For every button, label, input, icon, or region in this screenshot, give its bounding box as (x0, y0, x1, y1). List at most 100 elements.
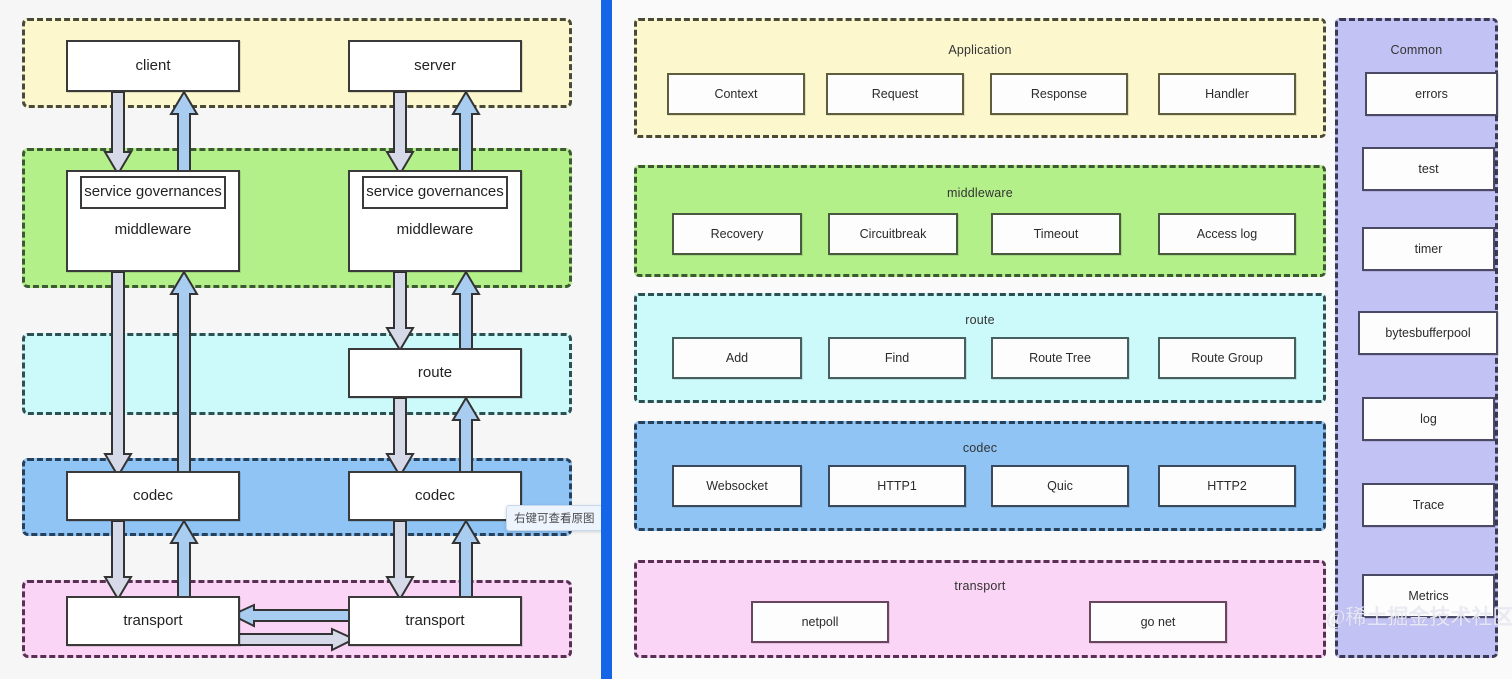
node-client-label: client (135, 56, 171, 74)
node-server-label: server (414, 56, 456, 74)
chip-trace[interactable]: Trace (1362, 483, 1495, 527)
arrow-right-route-to-codec (385, 397, 415, 478)
chip-find[interactable]: Find (828, 337, 966, 379)
chip-find-label: Find (884, 351, 910, 365)
chip-context[interactable]: Context (667, 73, 805, 115)
section-transport-title: transport (954, 579, 1006, 593)
node-service-governances-left-label: service governances (84, 183, 222, 200)
chip-test[interactable]: test (1362, 147, 1495, 191)
chip-bytesbufferpool-label: bytesbufferpool (1385, 326, 1471, 340)
node-client[interactable]: client (66, 40, 240, 92)
chip-quic[interactable]: Quic (991, 465, 1129, 507)
watermark: @稀土掘金技术社区 (1326, 601, 1512, 631)
arrow-transport-left-to-right (232, 627, 357, 652)
node-middleware-left-label: middleware (114, 221, 192, 238)
chip-test-label: test (1418, 162, 1439, 176)
arrow-left-codec-to-middleware (169, 270, 199, 479)
arrow-client-up (169, 90, 199, 177)
node-codec-left-label: codec (132, 486, 174, 504)
chip-quic-label: Quic (1047, 479, 1073, 493)
chip-timer[interactable]: timer (1362, 227, 1495, 271)
chip-circuitbreak-label: Circuitbreak (859, 227, 927, 241)
view-original-tooltip-label: 右键可查看原图 (514, 513, 595, 525)
chip-add[interactable]: Add (672, 337, 802, 379)
node-transport-right[interactable]: transport (348, 596, 522, 646)
chip-route-tree[interactable]: Route Tree (991, 337, 1129, 379)
watermark-label: @稀土掘金技术社区 (1326, 605, 1512, 629)
node-route[interactable]: route (348, 348, 522, 398)
chip-bytesbufferpool[interactable]: bytesbufferpool (1358, 311, 1498, 355)
chip-route-group[interactable]: Route Group (1158, 337, 1296, 379)
chip-access-log-label: Access log (1196, 227, 1258, 241)
chip-errors[interactable]: errors (1365, 72, 1498, 116)
chip-metrics-label: Metrics (1408, 589, 1449, 603)
chip-log-label: log (1420, 412, 1437, 426)
section-common-title: Common (1390, 43, 1443, 57)
node-codec-right-label: codec (414, 486, 456, 504)
chip-handler[interactable]: Handler (1158, 73, 1296, 115)
chip-log[interactable]: log (1362, 397, 1495, 441)
section-route: route Add Find Route Tree Route Group (634, 293, 1326, 403)
arrow-transport-right-to-left (229, 603, 354, 628)
node-transport-left[interactable]: transport (66, 596, 240, 646)
node-middleware-right[interactable]: service governances middleware (348, 170, 522, 272)
chip-response[interactable]: Response (990, 73, 1128, 115)
node-service-governances-right-label: service governances (366, 183, 504, 200)
arrow-right-transport-to-codec (451, 519, 481, 602)
node-codec-right[interactable]: codec (348, 471, 522, 521)
chip-access-log[interactable]: Access log (1158, 213, 1296, 255)
arrow-right-route-to-middleware (451, 270, 481, 353)
section-codec: codec Websocket HTTP1 Quic HTTP2 (634, 421, 1326, 531)
arrow-right-middleware-to-route (385, 271, 415, 352)
section-route-title: route (965, 313, 995, 327)
chip-http2[interactable]: HTTP2 (1158, 465, 1296, 507)
chip-http1[interactable]: HTTP1 (828, 465, 966, 507)
chip-netpoll-label: netpoll (801, 615, 839, 629)
chip-add-label: Add (725, 351, 749, 365)
chip-recovery-label: Recovery (710, 227, 764, 241)
node-server[interactable]: server (348, 40, 522, 92)
chip-route-tree-label: Route Tree (1029, 351, 1091, 365)
chip-response-label: Response (1030, 87, 1088, 101)
chip-trace-label: Trace (1412, 498, 1445, 512)
chip-websocket[interactable]: Websocket (672, 465, 802, 507)
section-application: Application Context Request Response Han… (634, 18, 1326, 138)
node-transport-right-label: transport (405, 611, 465, 629)
section-middleware-title: middleware (947, 186, 1013, 200)
arrow-left-middleware-to-codec (103, 271, 133, 478)
arrow-client-down (103, 91, 133, 176)
node-service-governances-left[interactable]: service governances (79, 176, 227, 209)
chip-request[interactable]: Request (826, 73, 964, 115)
chip-timeout-label: Timeout (1033, 227, 1079, 241)
view-original-tooltip: 右键可查看原图 (506, 505, 603, 531)
chip-recovery[interactable]: Recovery (672, 213, 802, 255)
left-panel: client server service governances middle… (0, 0, 603, 679)
chip-http2-label: HTTP2 (1207, 479, 1247, 493)
node-middleware-left[interactable]: service governances middleware (66, 170, 240, 272)
arrow-server-down (385, 91, 415, 176)
section-application-title: Application (948, 43, 1012, 57)
chip-metrics[interactable]: Metrics (1362, 574, 1495, 618)
node-middleware-right-label: middleware (396, 221, 474, 238)
section-middleware: middleware Recovery Circuitbreak Timeout… (634, 165, 1326, 277)
panel-divider (601, 0, 612, 679)
arrow-right-codec-to-transport (385, 520, 415, 601)
chip-go-net[interactable]: go net (1089, 601, 1227, 643)
chip-netpoll[interactable]: netpoll (751, 601, 889, 643)
chip-circuitbreak[interactable]: Circuitbreak (828, 213, 958, 255)
chip-timeout[interactable]: Timeout (991, 213, 1121, 255)
chip-handler-label: Handler (1205, 87, 1249, 101)
section-common: Common errors test timer bytesbufferpool… (1335, 18, 1498, 658)
chip-route-group-label: Route Group (1191, 351, 1263, 365)
node-codec-left[interactable]: codec (66, 471, 240, 521)
section-codec-title: codec (962, 441, 998, 455)
chip-request-label: Request (871, 87, 919, 101)
node-transport-left-label: transport (123, 611, 183, 629)
arrow-left-transport-to-codec (169, 519, 199, 602)
arrow-right-codec-to-route (451, 396, 481, 479)
node-service-governances-right[interactable]: service governances (361, 176, 509, 209)
chip-http1-label: HTTP1 (877, 479, 917, 493)
chip-websocket-label: Websocket (706, 479, 768, 493)
arrow-server-up (451, 90, 481, 177)
